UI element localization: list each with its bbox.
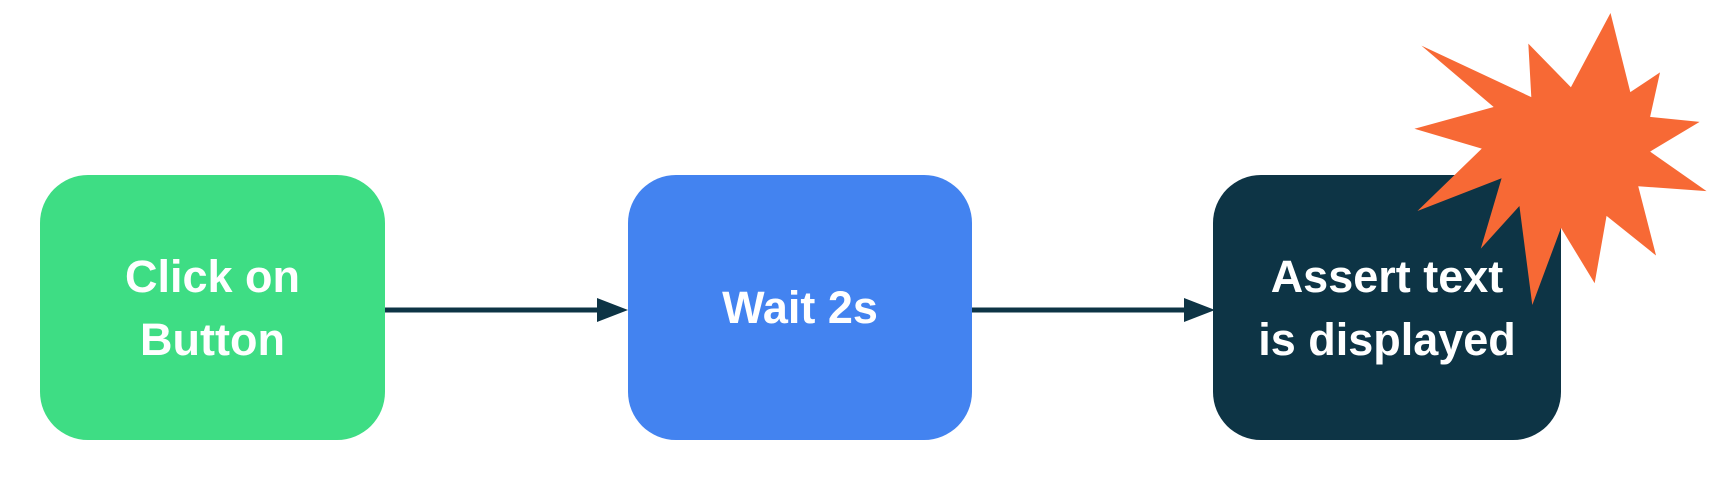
node-click-on-button[interactable]: Click on Button (40, 175, 385, 440)
connector-arrowhead-icon (1184, 298, 1215, 322)
explosion-burst-shape (1414, 12, 1707, 306)
node-label-line: Assert text (1270, 250, 1504, 302)
connector-arrow-click-to-wait (385, 298, 628, 322)
explosion-burst-icon (1414, 12, 1707, 306)
node-label-line: is displayed (1258, 313, 1516, 365)
node-click-label: Click on Button (125, 245, 300, 371)
node-wait-label: Wait 2s (722, 276, 878, 339)
connector-arrowhead-icon (597, 298, 628, 322)
node-wait-2s[interactable]: Wait 2s (628, 175, 972, 440)
node-assert-label: Assert text is displayed (1258, 245, 1516, 371)
connector-arrow-wait-to-assert (972, 298, 1215, 322)
node-label-line: Wait 2s (722, 282, 878, 333)
node-label-line: Button (140, 313, 285, 365)
node-label-line: Click on (124, 250, 301, 302)
